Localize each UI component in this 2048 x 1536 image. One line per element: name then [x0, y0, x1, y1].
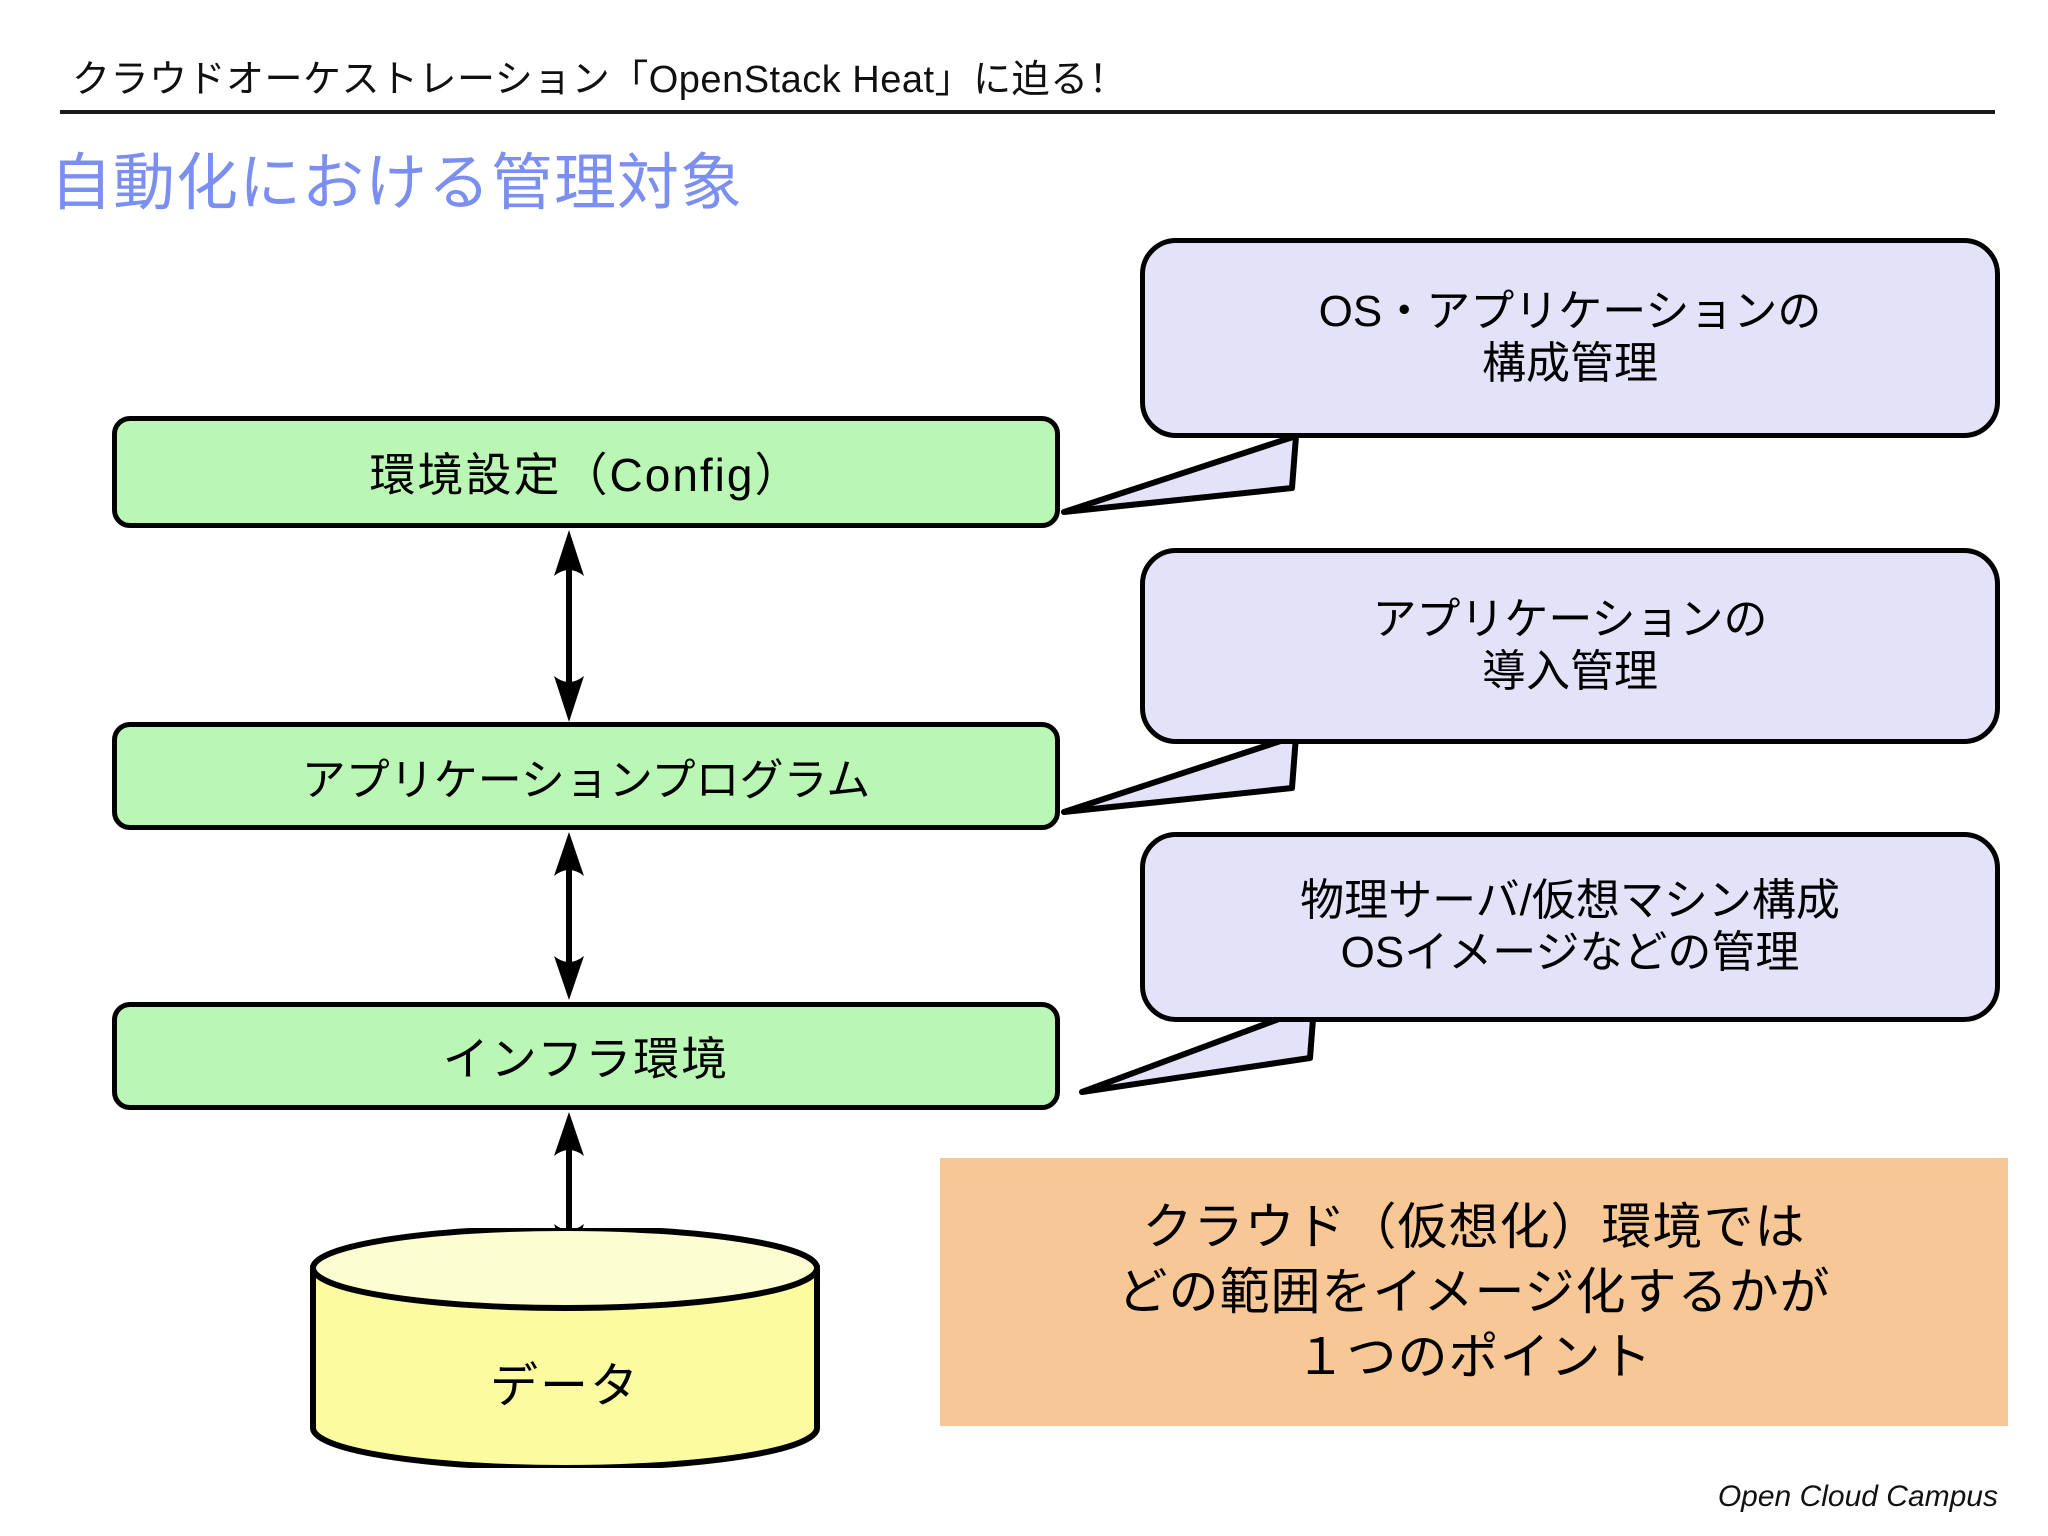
stack-box-infrastructure[interactable]: インフラ環境 [112, 1002, 1060, 1110]
bubble-infrastructure-tail [1079, 1003, 1317, 1095]
stack-box-infrastructure-label: インフラ環境 [442, 1033, 730, 1085]
footer-brand: Open Cloud Campus [1717, 1480, 1998, 1513]
callout-line-1: クラウド（仮想化）環境では [1142, 1198, 1806, 1255]
bubble-infrastructure[interactable]: 物理サーバ/仮想マシン構成 OSイメージなどの管理 [1140, 832, 2000, 1022]
bubble-application-line-1: アプリケーションの [1372, 595, 1768, 645]
arrow-app-infra [554, 832, 584, 1000]
datastore-label: データ [489, 1360, 640, 1413]
page-title: 自動化における管理対象 [50, 149, 744, 218]
callout-box: クラウド（仮想化）環境では どの範囲をイメージ化するかが １つのポイント [940, 1158, 2008, 1426]
bubble-application-line-2: 導入管理 [1482, 647, 1658, 696]
callout-line-2: どの範囲をイメージ化するかが [1117, 1263, 1831, 1320]
bubble-config[interactable]: OS・アプリケーションの 構成管理 [1140, 238, 2000, 438]
cylinder-shape [310, 1225, 820, 1471]
datastore-cylinder[interactable]: データ [305, 1225, 825, 1471]
bubble-application-tail [1061, 733, 1299, 815]
bubble-config-tail [1061, 433, 1299, 515]
callout-line-3: １つのポイント [1295, 1328, 1653, 1385]
bubble-config-line-2: 構成管理 [1482, 339, 1658, 388]
bubble-infrastructure-line-2: OSイメージなどの管理 [1340, 928, 1800, 977]
arrow-config-app [554, 530, 584, 722]
header-divider [60, 110, 1995, 114]
stack-box-config[interactable]: 環境設定（Config） [112, 416, 1060, 528]
breadcrumb: クラウドオーケストレーション「OpenStack Heat」に迫る！ [72, 59, 1128, 101]
stack-box-application[interactable]: アプリケーションプログラム [112, 722, 1060, 830]
stack-box-config-label: 環境設定（Config） [369, 449, 803, 501]
bubble-infrastructure-line-1: 物理サーバ/仮想マシン構成 [1300, 876, 1840, 926]
bubble-config-line-1: OS・アプリケーションの [1318, 287, 1822, 337]
bubble-application[interactable]: アプリケーションの 導入管理 [1140, 548, 2000, 744]
stack-box-application-label: アプリケーションプログラム [301, 756, 871, 805]
